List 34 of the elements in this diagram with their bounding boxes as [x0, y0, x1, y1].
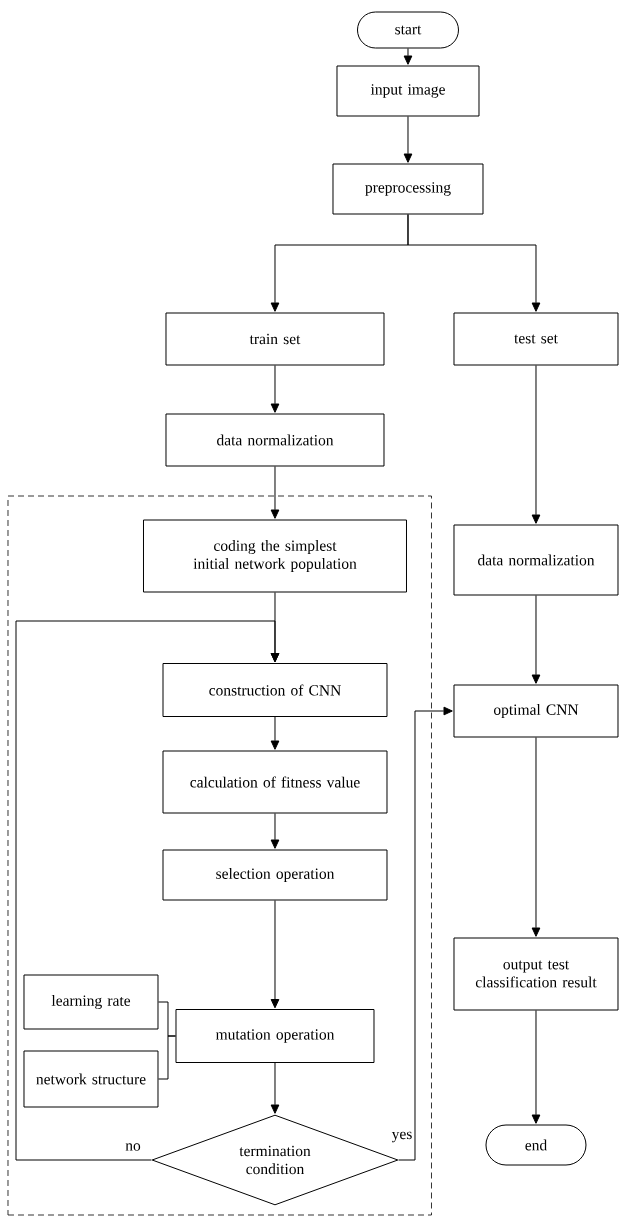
process-box: data normalization [453, 524, 619, 596]
arrow [15, 620, 280, 1161]
process-box: optimal CNN [453, 684, 619, 738]
process-box: coding the simplest initial network population [143, 519, 407, 593]
dashed-group-frame [7, 495, 432, 1216]
process-box: test set [453, 312, 619, 366]
parameter-box: network structure [23, 1050, 159, 1108]
edge-label: no [124, 1142, 142, 1152]
arrow [531, 365, 541, 524]
arrow [270, 466, 280, 519]
arrow [531, 737, 541, 937]
arrow [531, 595, 541, 684]
arrow [270, 1062, 280, 1114]
arrow [407, 214, 541, 312]
arrow [270, 365, 280, 413]
process-box: construction of CNN [162, 663, 388, 717]
arrow [398, 706, 453, 1161]
parameter-box: learning rate [23, 974, 159, 1030]
arrow [270, 900, 280, 1009]
process-box: mutation operation [175, 1009, 375, 1063]
process-box: calculation of fitness value [162, 750, 388, 814]
process-box: train set [165, 312, 385, 366]
process-box: input image [336, 65, 480, 117]
process-box: output test classification result [453, 937, 619, 1011]
arrow [403, 48, 413, 65]
arrow [531, 1010, 541, 1124]
arrow [270, 716, 280, 750]
process-box: preprocessing [332, 163, 484, 215]
arrow [403, 116, 413, 163]
process-box: data normalization [165, 413, 385, 467]
end-terminal: end [485, 1124, 587, 1166]
arrow [270, 813, 280, 849]
start-terminal: start [357, 11, 459, 49]
process-box: selection operation [162, 849, 388, 901]
